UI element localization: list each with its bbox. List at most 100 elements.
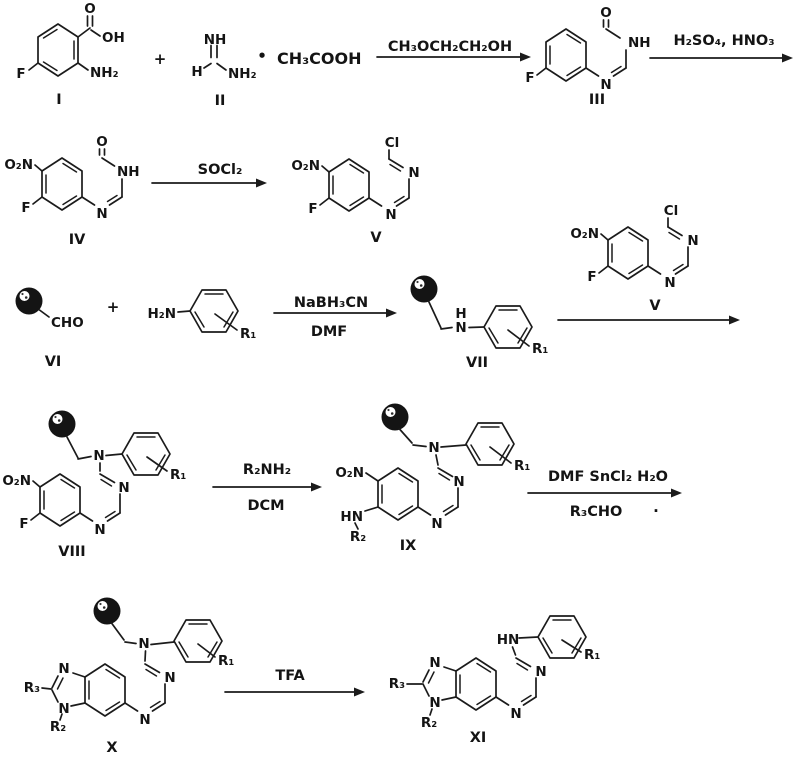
atom-label-h: H [191, 64, 202, 80]
atom-label-n3: N [453, 474, 464, 490]
arrow-step5 [557, 315, 740, 325]
reagent-step3-above: SOCl₂ [198, 162, 243, 178]
atom-label-n3: N [535, 664, 546, 680]
atom-label-oh: OH [102, 30, 125, 46]
compound-ix: N R₁ N N O₂N HN R₂ IX [335, 403, 530, 554]
atom-label-amine-n: N [138, 636, 149, 652]
plus-sign: + [107, 298, 120, 316]
atom-label-n1: N [600, 77, 611, 93]
resin-bead-icon [48, 410, 76, 438]
atom-label-n1: N [431, 516, 442, 532]
atom-label-f: F [525, 70, 534, 86]
compound-x: N R₁ N N N N R₃ R₂ X [24, 597, 234, 756]
atom-label-nitro: O₂N [4, 157, 33, 173]
stray-period: . [653, 498, 659, 516]
atom-label-nitro: O₂N [2, 473, 31, 489]
atom-label-h: H [455, 306, 466, 322]
compound-iv: O NH N O₂N F IV [4, 134, 139, 248]
atom-label-r1: R₁ [514, 458, 530, 474]
plus-sign: + [154, 50, 167, 68]
compound-vi: CHO VI [15, 287, 84, 370]
arrow-step3: SOCl₂ [151, 162, 267, 188]
compound-numeral-vi: VI [45, 354, 62, 370]
atom-label-n3: N [164, 670, 175, 686]
atom-label-imidazole-n1: N [58, 701, 69, 717]
atom-label-imidazole-n3: N [58, 661, 69, 677]
compound-vii: H N R₁ VII [410, 275, 548, 371]
compound-v-above-arrow [569, 202, 700, 315]
atom-label-n1: N [94, 522, 105, 538]
compound-xi: HN N N N N R₃ R₂ R₁ XI [389, 615, 600, 746]
compound-numeral-xi: XI [470, 730, 487, 746]
atom-label-imidazole-n3: N [429, 655, 440, 671]
atom-label-hn: HN [340, 509, 363, 525]
atom-label-nh: NH [204, 32, 227, 48]
atom-label-r3: R₃ [389, 676, 405, 692]
atom-label-imidazole-n1: N [429, 695, 440, 711]
reagent-step4-below: DMF [311, 324, 347, 340]
atom-label-f: F [16, 66, 25, 82]
atom-label-f: F [21, 200, 30, 216]
atom-label-cho: CHO [51, 315, 84, 331]
atom-label-nh2: NH₂ [90, 65, 119, 81]
atom-label-r1: R₁ [240, 326, 256, 342]
atom-label-nh: NH [628, 35, 651, 51]
atom-label-r1: R₁ [218, 653, 234, 669]
atom-label-nitro: O₂N [291, 158, 320, 174]
reagent-step6-above: R₂NH₂ [243, 462, 291, 478]
atom-label-r2: R₂ [50, 719, 66, 735]
atom-label-nh: NH [117, 164, 140, 180]
reagent-step4-above: NaBH₃CN [294, 295, 368, 311]
resin-bead-icon [381, 403, 409, 431]
reagent-step2-above: H₂SO₄, HNO₃ [673, 33, 774, 49]
compound-numeral-ix: IX [400, 538, 417, 554]
atom-label-r1: R₁ [170, 467, 186, 483]
atom-label-n1: N [96, 206, 107, 222]
atom-label-cl: Cl [385, 135, 400, 151]
atom-label-r2: R₂ [421, 715, 437, 731]
compound-numeral-ii: II [215, 93, 226, 109]
compound-numeral-viii: VIII [58, 544, 85, 560]
reagent-step8-above: TFA [275, 668, 305, 684]
resin-bead-icon [93, 597, 121, 625]
atom-label-nitro: O₂N [335, 465, 364, 481]
resin-bead-icon [410, 275, 438, 303]
arrow-step8: TFA [224, 668, 365, 697]
reagent-step6-below: DCM [247, 498, 284, 514]
atom-label-carbonyl-o: O [96, 134, 107, 150]
resin-bead-icon [15, 287, 43, 315]
compound-numeral-x: X [106, 740, 117, 756]
compound-numeral-iv: IV [69, 232, 86, 248]
atom-label-f: F [19, 516, 28, 532]
atom-label-r2: R₂ [350, 529, 366, 545]
reagent-step1-above: CH₃OCH₂CH₂OH [388, 39, 512, 55]
atom-label-n: N [455, 320, 466, 336]
compound-v: Cl N N O₂N F V [291, 135, 419, 246]
atom-label-n1: N [385, 207, 396, 223]
atom-label-n3: N [118, 480, 129, 496]
compound-viii: N R₁ N N O₂N F VIII [2, 410, 186, 560]
compound-iii: O NH N F III [525, 5, 650, 108]
compound-i: O OH NH₂ F I [16, 1, 124, 108]
atom-label-n1: N [510, 706, 521, 722]
atom-label-amine-n: N [428, 440, 439, 456]
reagent-step7-above: DMF SnCl₂ H₂O [548, 469, 668, 485]
compound-ii: NH H NH₂ II [191, 32, 256, 109]
arrow-step1: CH₃OCH₂CH₂OH [376, 39, 531, 62]
atom-label-carbonyl-o: O [84, 1, 95, 17]
compound-numeral-iii: III [589, 92, 605, 108]
atom-label-n1: N [139, 712, 150, 728]
compound-numeral-i: I [56, 92, 61, 108]
atom-label-r3: R₃ [24, 680, 40, 696]
atom-label-f: F [308, 201, 317, 217]
reagent-step7-below: R₃CHO [570, 504, 623, 520]
arrow-step4: NaBH₃CN DMF [273, 295, 397, 340]
atom-label-n3: N [408, 165, 419, 181]
arrow-step2: H₂SO₄, HNO₃ [649, 33, 793, 63]
atom-label-carbonyl-o: O [600, 5, 611, 21]
atom-label-hn: HN [497, 632, 520, 648]
salt-dot: • [257, 47, 267, 65]
compound-numeral-vii: VII [466, 355, 488, 371]
